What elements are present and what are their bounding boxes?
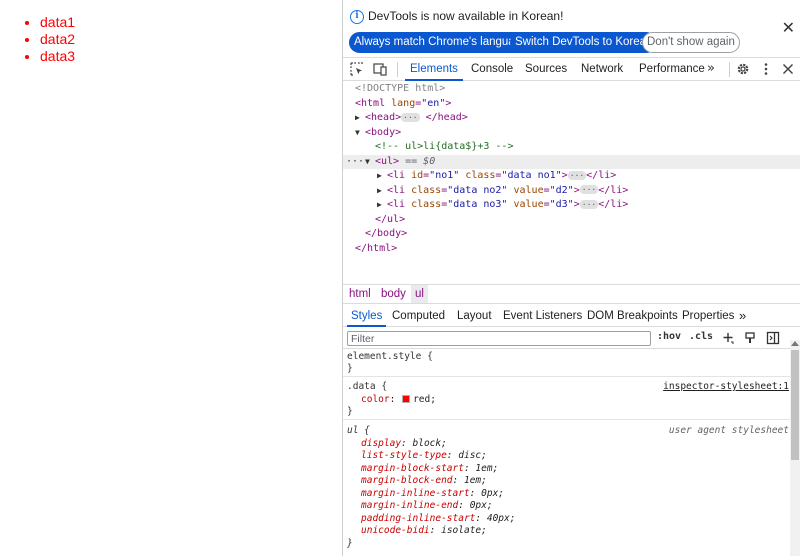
css-property-value: disc; bbox=[458, 450, 487, 461]
tab-console[interactable]: Console bbox=[471, 63, 514, 75]
color-swatch[interactable] bbox=[402, 395, 411, 403]
list-item: data2 bbox=[40, 31, 342, 48]
dom-node-body[interactable]: ▼<body> bbox=[343, 126, 800, 141]
info-icon: i bbox=[350, 10, 364, 24]
tab-layout[interactable]: Layout bbox=[457, 310, 492, 322]
dom-node-body-close[interactable]: </body> bbox=[365, 228, 408, 239]
toggle-sidebar-icon[interactable] bbox=[766, 331, 780, 345]
dom-node-li[interactable]: ▶<li class="data no3" value="d3">···</li… bbox=[343, 198, 800, 213]
styles-scrollbar[interactable] bbox=[790, 340, 800, 556]
breadcrumb-ul[interactable]: ul bbox=[411, 285, 428, 303]
infobar-message: DevTools is now available in Korean! bbox=[368, 9, 564, 23]
new-style-rule-icon[interactable] bbox=[721, 331, 735, 345]
language-infobar: i DevTools is now available in Korean! ✕… bbox=[343, 0, 800, 58]
dom-node-comment[interactable]: <!-- ul>li{data$}+3 --> bbox=[375, 141, 514, 152]
class-toggle[interactable]: .cls bbox=[689, 331, 714, 342]
css-property-name[interactable]: color bbox=[361, 394, 390, 405]
css-property-name: unicode-bidi bbox=[361, 525, 430, 536]
more-panels-icon[interactable]: » bbox=[739, 308, 747, 323]
breadcrumb-html[interactable]: html bbox=[349, 288, 371, 300]
scroll-up-icon[interactable] bbox=[791, 341, 799, 346]
inspect-element-icon[interactable] bbox=[350, 62, 364, 76]
css-property-value: 40px; bbox=[486, 512, 516, 524]
css-property-value: 0px; bbox=[481, 487, 505, 499]
dom-node-ul-selected[interactable]: ···▼<ul> == $0 bbox=[343, 154, 800, 169]
ellipsis-badge[interactable]: ··· bbox=[579, 185, 599, 194]
toolbar-divider bbox=[729, 62, 730, 77]
tab-styles[interactable]: Styles bbox=[346, 305, 387, 327]
css-property-name: list-style-type bbox=[361, 450, 447, 461]
css-property-value: 1em; bbox=[463, 475, 487, 486]
tab-computed[interactable]: Computed bbox=[392, 310, 446, 322]
user-agent-ul-rule[interactable]: ul { user agent stylesheet display: bloc… bbox=[347, 425, 789, 549]
settings-gear-icon[interactable] bbox=[736, 62, 750, 76]
collapse-arrow-icon[interactable]: ▼ bbox=[355, 127, 360, 137]
hover-state-toggle[interactable]: :hov bbox=[657, 331, 682, 342]
expand-arrow-icon[interactable]: ▶ bbox=[377, 200, 382, 209]
dont-show-again-button[interactable]: Don't show again bbox=[642, 32, 740, 53]
css-property-value: 1em; bbox=[475, 462, 499, 474]
kebab-menu-icon[interactable] bbox=[759, 62, 773, 76]
page-preview: data1 data2 data3 bbox=[0, 0, 342, 556]
ellipsis-badge[interactable]: ··· bbox=[567, 170, 587, 180]
css-property-value: isolate; bbox=[441, 525, 487, 536]
css-property-name: padding-inline-start bbox=[361, 512, 476, 524]
switch-to-korean-button[interactable]: Switch DevTools to Korean bbox=[510, 32, 658, 53]
dom-node-li[interactable]: ▶<li class="data no2" value="d2">···</li… bbox=[343, 184, 800, 199]
styles-pane: element.style { } .data { inspector-styl… bbox=[343, 350, 791, 556]
stylesheet-source-link[interactable]: inspector-stylesheet:1 bbox=[663, 381, 789, 392]
paint-brush-icon[interactable] bbox=[743, 331, 757, 345]
tab-dom-breakpoints[interactable]: DOM Breakpoints bbox=[587, 310, 678, 322]
dom-node-head[interactable]: ▶<head>··· </head> bbox=[343, 111, 800, 126]
dom-node-html[interactable]: <html lang="en"> bbox=[355, 97, 452, 109]
expand-arrow-icon[interactable]: ▶ bbox=[377, 185, 382, 195]
css-property-name: margin-block-start bbox=[361, 462, 464, 474]
css-property-name: display bbox=[361, 437, 402, 449]
breadcrumb-body[interactable]: body bbox=[381, 288, 406, 300]
dom-node-doctype[interactable]: <!DOCTYPE html> bbox=[355, 83, 446, 94]
css-property-value: block; bbox=[412, 437, 447, 449]
styles-panel-tabs: Styles Computed Layout Event Listeners D… bbox=[343, 305, 800, 327]
dom-node-li[interactable]: ▶<li id="no1" class="data no1">···</li> bbox=[343, 169, 800, 184]
element-style-rule[interactable]: element.style { } bbox=[343, 350, 791, 377]
css-property-value[interactable]: red; bbox=[413, 394, 436, 405]
devtools-panel: i DevTools is now available in Korean! ✕… bbox=[342, 0, 800, 556]
styles-filter-input[interactable] bbox=[347, 331, 651, 346]
toolbar-divider bbox=[397, 62, 398, 77]
tab-elements[interactable]: Elements bbox=[405, 58, 463, 81]
breadcrumb: html body ul bbox=[343, 284, 800, 304]
row-actions-icon[interactable]: ··· bbox=[346, 155, 365, 167]
list-item: data1 bbox=[40, 14, 342, 31]
expand-arrow-icon[interactable]: ▶ bbox=[377, 171, 382, 180]
css-property-name: margin-inline-start bbox=[361, 487, 470, 499]
tab-event-listeners[interactable]: Event Listeners bbox=[503, 310, 583, 322]
css-property-name: margin-inline-end bbox=[361, 500, 459, 511]
more-tabs-icon[interactable]: » bbox=[707, 61, 715, 76]
always-match-language-button[interactable]: Always match Chrome's language bbox=[349, 32, 533, 53]
user-agent-source: user agent stylesheet bbox=[668, 425, 789, 436]
ellipsis-badge[interactable]: ··· bbox=[579, 199, 599, 209]
styles-filter-bar: :hov .cls bbox=[343, 328, 800, 349]
tab-performance[interactable]: Performance bbox=[639, 63, 705, 75]
scrollbar-thumb[interactable] bbox=[791, 350, 799, 460]
data-class-rule[interactable]: .data { inspector-stylesheet:1 color: re… bbox=[343, 379, 791, 420]
tab-sources[interactable]: Sources bbox=[525, 63, 568, 75]
tab-properties[interactable]: Properties bbox=[682, 310, 735, 322]
ellipsis-badge[interactable]: ··· bbox=[401, 112, 420, 122]
css-property-value: 0px; bbox=[469, 500, 493, 511]
css-property-name: margin-block-end bbox=[361, 475, 453, 486]
close-icon[interactable] bbox=[781, 62, 795, 76]
collapse-arrow-icon[interactable]: ▼ bbox=[365, 156, 370, 166]
tab-network[interactable]: Network bbox=[581, 63, 624, 75]
data-list: data1 data2 data3 bbox=[0, 14, 342, 65]
close-infobar-icon[interactable]: ✕ bbox=[781, 18, 795, 37]
dom-node-html-close[interactable]: </html> bbox=[355, 242, 398, 254]
expand-arrow-icon[interactable]: ▶ bbox=[355, 113, 360, 122]
dom-node-ul-close[interactable]: </ul> bbox=[375, 213, 406, 225]
dom-tree: <!DOCTYPE html> <html lang="en"> ▶<head>… bbox=[343, 82, 800, 282]
device-toolbar-icon[interactable] bbox=[373, 62, 387, 76]
list-item: data3 bbox=[40, 48, 342, 65]
devtools-toolbar: Elements Console Sources Network Perform… bbox=[343, 58, 800, 81]
